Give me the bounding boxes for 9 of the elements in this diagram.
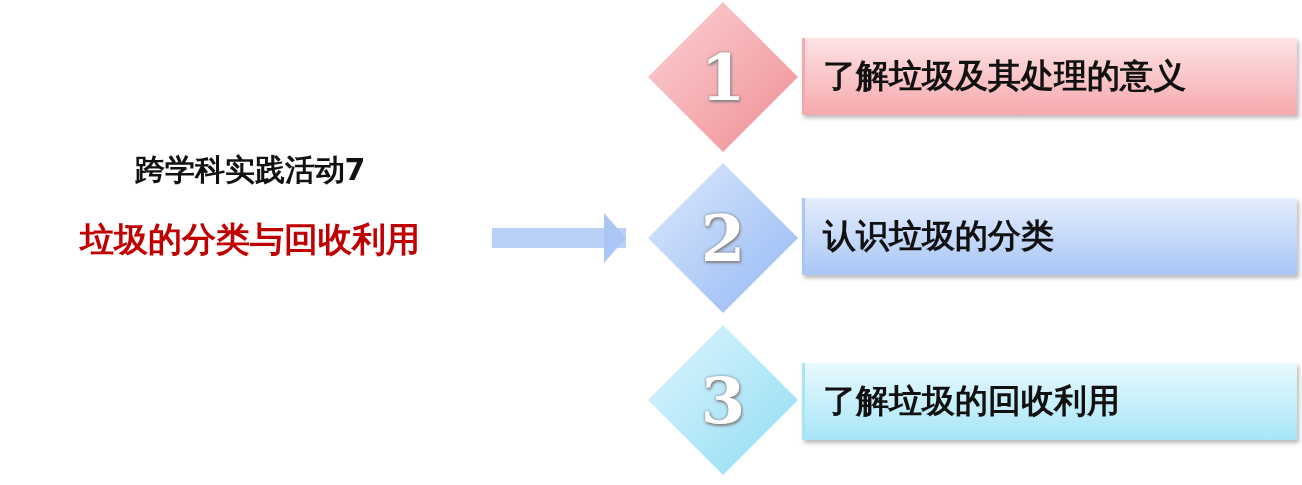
subtitle: 垃圾的分类与回收利用 (80, 218, 420, 261)
step-bar: 认识垃圾的分类 (802, 198, 1297, 275)
step-bar: 了解垃圾及其处理的意义 (802, 38, 1297, 115)
title: 跨学科实践活动7 (134, 151, 366, 189)
step-bar: 了解垃圾的回收利用 (802, 363, 1297, 440)
number-diamond: 3 (648, 325, 798, 475)
number-diamond: 2 (648, 163, 798, 313)
number-diamond: 1 (648, 2, 798, 152)
block-arrow (492, 213, 626, 263)
